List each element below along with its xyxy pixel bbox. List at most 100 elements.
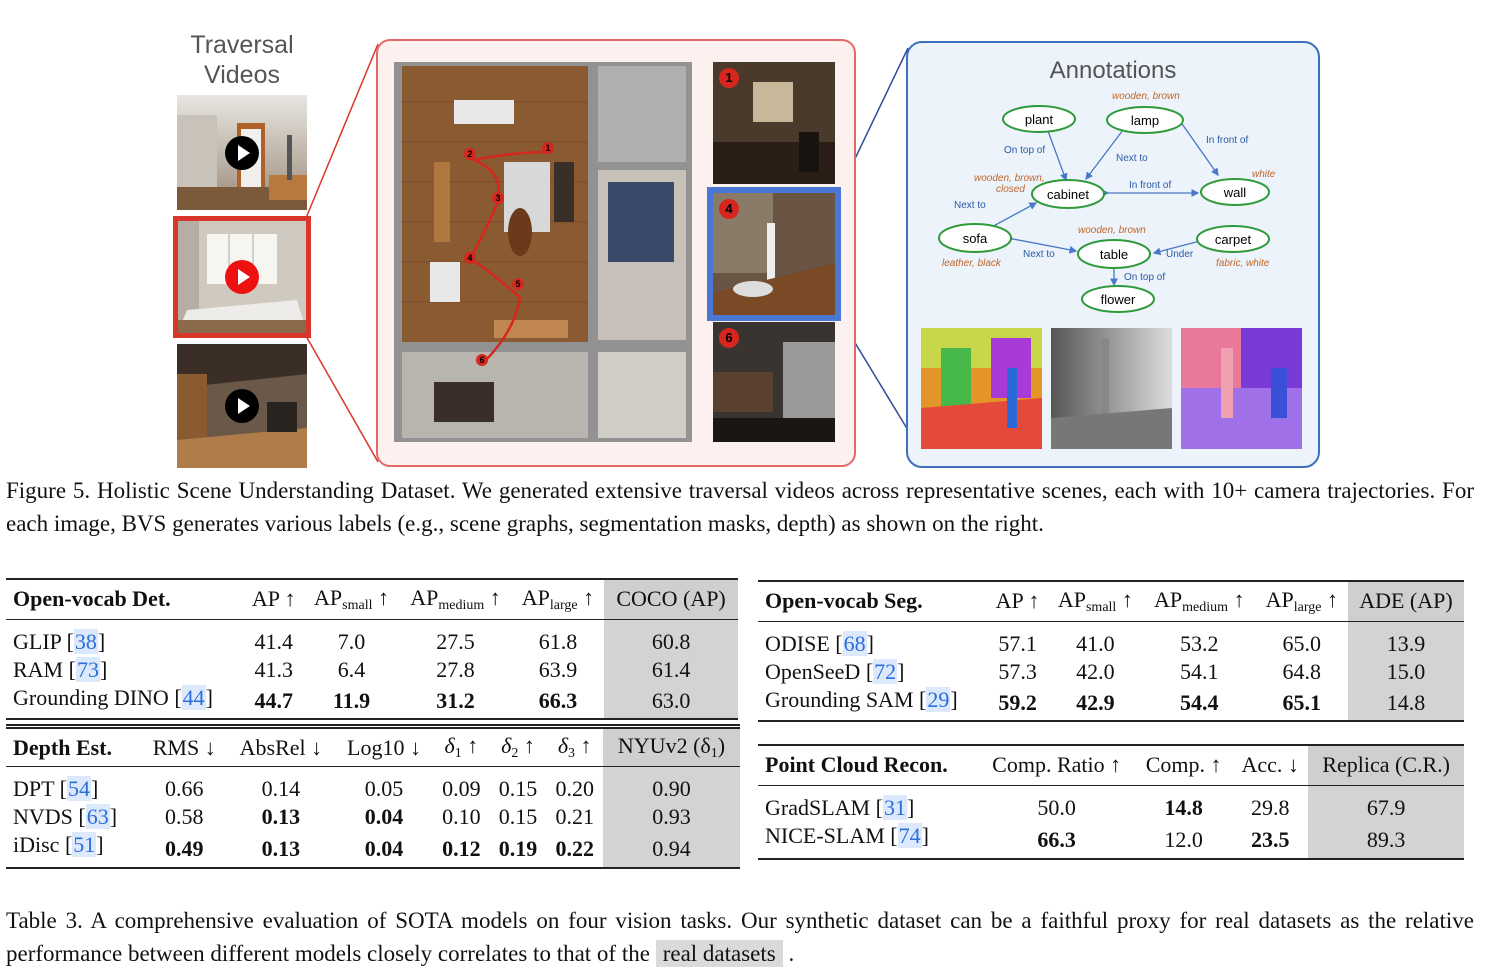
col-header-reference: Replica (C.R.) — [1308, 745, 1464, 786]
node-attribute: wooden, brown — [1078, 225, 1146, 236]
edge-plant-cabinet — [1042, 123, 1068, 182]
table-title: Depth Est. — [6, 726, 142, 767]
table-caption: Table 3. A comprehensive evaluation of S… — [6, 908, 1474, 967]
edge-sofa-table — [1005, 233, 1078, 254]
trajectory-marker: 5 — [515, 279, 520, 289]
trajectory-marker: 1 — [545, 143, 550, 153]
room-render-image — [177, 344, 307, 468]
node-attribute: leather, black — [942, 258, 1002, 269]
node-flower: flower — [1101, 292, 1136, 307]
scene-graph: On top of Next to In front of In front o… — [938, 91, 1276, 313]
col-header: δ2 ↑ — [489, 726, 547, 767]
citation-link[interactable]: 51 — [72, 832, 97, 857]
edge-label: In front of — [1206, 135, 1248, 146]
edge-label: On top of — [1004, 145, 1045, 156]
col-header-reference: COCO (AP) — [604, 579, 738, 620]
video-thumbnail-2-selected[interactable] — [173, 216, 311, 338]
citation-link[interactable]: 63 — [85, 804, 110, 829]
citation-link[interactable]: 54 — [67, 776, 91, 801]
col-header: Acc. ↓ — [1232, 745, 1309, 786]
view-image-4-selected[interactable]: 4 — [707, 187, 841, 321]
figure-caption: Figure 5. Holistic Scene Understanding D… — [6, 478, 1474, 536]
citation-link[interactable]: 72 — [873, 658, 898, 684]
edge-label: Next to — [1116, 153, 1148, 164]
col-header: Log10 ↓ — [334, 726, 434, 767]
edge-lamp-wall — [1173, 113, 1219, 177]
video-thumbnail-1[interactable] — [177, 95, 307, 210]
surface-normal-image — [1181, 328, 1302, 449]
col-header: APlarge ↑ — [511, 579, 605, 620]
room-render-image — [177, 220, 307, 334]
col-header: AP ↑ — [987, 581, 1048, 622]
annotations-title: Annotations — [1049, 57, 1177, 84]
edge-label: In front of — [1129, 180, 1171, 191]
table-title: Open-vocab Det. — [6, 579, 244, 620]
node-cabinet: cabinet — [1047, 187, 1089, 202]
col-header: APmedium ↑ — [1142, 581, 1256, 622]
view-number: 1 — [719, 68, 739, 88]
edge-label: Next to — [1023, 249, 1055, 260]
view-image-1[interactable]: 1 — [713, 62, 835, 184]
node-table: table — [1100, 247, 1128, 262]
edge-carpet-table — [1152, 235, 1208, 256]
trajectory-marker: 6 — [479, 355, 484, 365]
edge-label: On top of — [1124, 272, 1165, 283]
view-number: 4 — [719, 199, 739, 219]
col-header: Comp. Ratio ↑ — [978, 745, 1136, 786]
col-header: APsmall ↑ — [303, 579, 400, 620]
col-header-reference: ADE (AP) — [1347, 581, 1464, 622]
col-header: RMS ↓ — [141, 726, 227, 767]
node-attribute: white — [1252, 169, 1276, 180]
citation-link[interactable]: 68 — [842, 630, 867, 656]
annotations-panel: Annotations On top of Next to In front o… — [906, 41, 1320, 468]
node-wall: wall — [1223, 185, 1247, 200]
table-open-vocab-segmentation: Open-vocab Seg. AP ↑ APsmall ↑ APmedium … — [758, 580, 1464, 722]
figure-5: Traversal Videos — [0, 0, 1486, 470]
col-header: δ1 ↑ — [433, 726, 490, 767]
citation-link[interactable]: 29 — [926, 686, 951, 712]
table-title: Point Cloud Recon. — [758, 745, 979, 786]
node-attribute: wooden, brown — [1112, 91, 1180, 102]
col-header: APlarge ↑ — [1255, 581, 1348, 622]
video-thumbnail-3[interactable] — [177, 344, 307, 468]
view-number: 6 — [719, 328, 739, 348]
depth-map-image — [1051, 328, 1172, 449]
node-sofa: sofa — [963, 231, 988, 246]
col-header: δ3 ↑ — [546, 726, 604, 767]
col-header: APmedium ↑ — [399, 579, 512, 620]
node-carpet: carpet — [1215, 232, 1252, 247]
edge-lamp-cabinet — [1085, 122, 1131, 181]
play-icon[interactable] — [225, 389, 259, 423]
play-icon[interactable] — [225, 260, 259, 294]
citation-link[interactable]: 74 — [897, 822, 922, 848]
trajectory-marker: 3 — [495, 193, 500, 203]
citation-link[interactable]: 38 — [73, 628, 98, 654]
highlight-real-datasets: real datasets — [655, 940, 783, 967]
citation-link[interactable]: 31 — [882, 794, 907, 820]
citation-link[interactable]: 44 — [181, 684, 206, 710]
view-image-6[interactable]: 6 — [713, 322, 835, 442]
segmentation-mask-image — [921, 328, 1042, 449]
table-point-cloud-reconstruction: Point Cloud Recon. Comp. Ratio ↑ Comp. ↑… — [758, 744, 1464, 860]
col-header: Comp. ↑ — [1135, 745, 1233, 786]
node-attribute: wooden, brown,closed — [974, 173, 1045, 195]
floorplan-image: 1 2 3 4 5 6 — [394, 62, 692, 442]
play-icon[interactable] — [225, 135, 259, 170]
edge-label: Next to — [954, 200, 986, 211]
trajectory-marker: 4 — [467, 253, 472, 263]
traversal-videos-title: Traversal Videos — [190, 31, 294, 89]
node-lamp: lamp — [1131, 113, 1159, 128]
col-header: AbsRel ↓ — [226, 726, 335, 767]
citation-link[interactable]: 73 — [75, 656, 100, 682]
